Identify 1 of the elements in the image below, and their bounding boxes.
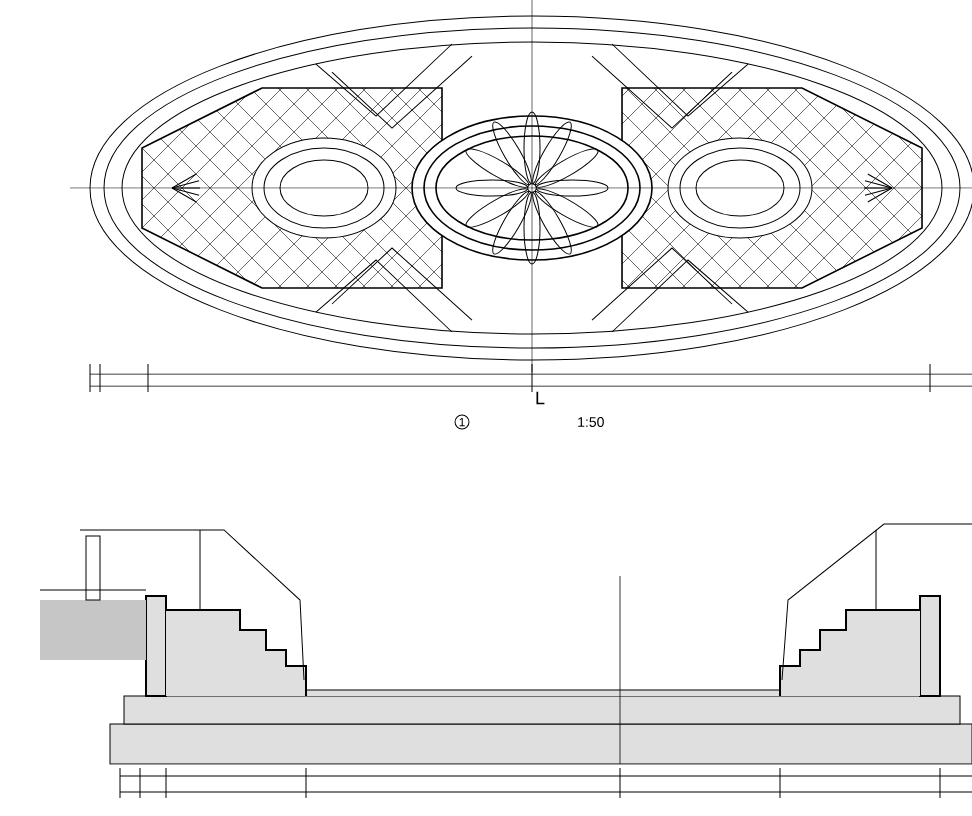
- section-mark: L: [536, 391, 545, 405]
